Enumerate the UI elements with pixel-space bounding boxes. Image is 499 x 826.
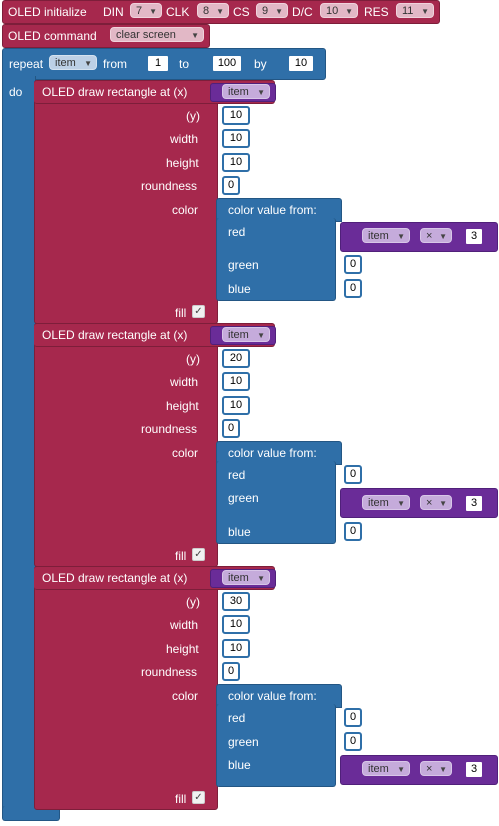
fill-checkbox-2[interactable]: ✓ (192, 548, 205, 561)
height-label-3: height (166, 642, 199, 656)
height-label-1: height (166, 156, 199, 170)
command-dropdown[interactable]: clear screen▼ (110, 27, 204, 42)
red-input-2[interactable]: 0 (344, 465, 362, 484)
roundness-label-2: roundness (141, 422, 198, 436)
y-input-2[interactable]: 20 (222, 349, 250, 368)
red-label-2: red (228, 468, 246, 482)
oled-initialize-label: OLED initialize (8, 5, 87, 19)
din-label: DIN (103, 5, 124, 19)
roundness-label-1: roundness (141, 179, 198, 193)
green-label-2: green (228, 491, 259, 505)
height-input-3[interactable]: 10 (222, 639, 250, 658)
din-dropdown[interactable]: 7▼ (130, 3, 162, 18)
repeat-loop-spine (2, 76, 36, 817)
multiply-variable-dropdown-2[interactable]: item▼ (362, 495, 410, 510)
multiply-variable-dropdown-1[interactable]: item▼ (362, 228, 410, 243)
y-label-3: (y) (186, 595, 200, 609)
multiply-operator-dropdown-2[interactable]: ×▼ (420, 495, 452, 510)
multiply-operator-dropdown-1[interactable]: ×▼ (420, 228, 452, 243)
x-variable-dropdown-2[interactable]: item▼ (222, 327, 270, 342)
height-input-2[interactable]: 10 (222, 396, 250, 415)
y-label-1: (y) (186, 109, 200, 123)
width-label-3: width (170, 618, 199, 632)
dc-label: D/C (292, 5, 313, 19)
roundness-input-1[interactable]: 0 (222, 176, 240, 195)
width-label-1: width (170, 132, 199, 146)
loop-variable-dropdown[interactable]: item▼ (49, 55, 97, 70)
to-label: to (179, 57, 190, 71)
cs-label: CS (233, 5, 250, 19)
green-label-1: green (228, 258, 259, 272)
from-input[interactable]: 1 (146, 54, 170, 73)
roundness-label-3: roundness (141, 665, 198, 679)
color-label-1: color (172, 203, 199, 217)
fill-checkbox-1[interactable]: ✓ (192, 305, 205, 318)
roundness-input-2[interactable]: 0 (222, 419, 240, 438)
multiply-factor-input-1[interactable]: 3 (464, 227, 484, 246)
color-value-body-3 (216, 704, 336, 787)
x-variable-dropdown-3[interactable]: item▼ (222, 570, 270, 585)
width-input-2[interactable]: 10 (222, 372, 250, 391)
cs-dropdown[interactable]: 9▼ (256, 3, 288, 18)
fill-label-1: fill (175, 306, 187, 320)
color-value-body-2 (216, 461, 336, 544)
multiply-factor-input-3[interactable]: 3 (464, 760, 484, 779)
multiply-variable-dropdown-3[interactable]: item▼ (362, 761, 410, 776)
red-input-3[interactable]: 0 (344, 708, 362, 727)
green-label-3: green (228, 735, 259, 749)
y-label-2: (y) (186, 352, 200, 366)
red-label-1: red (228, 225, 246, 239)
rect-title-3: OLED draw rectangle at (x) (42, 571, 188, 585)
fill-label-2: fill (175, 549, 187, 563)
by-input[interactable]: 10 (287, 54, 315, 73)
y-input-1[interactable]: 10 (222, 106, 250, 125)
rect-title-1: OLED draw rectangle at (x) (42, 85, 188, 99)
fill-checkbox-3[interactable]: ✓ (192, 791, 205, 804)
clk-dropdown[interactable]: 8▼ (197, 3, 229, 18)
x-variable-dropdown-1[interactable]: item▼ (222, 84, 270, 99)
green-input-1[interactable]: 0 (344, 255, 362, 274)
color-from-label-1: color value from: (228, 203, 317, 217)
by-label: by (254, 57, 267, 71)
draw-rectangle-block-2[interactable] (34, 323, 218, 567)
dc-dropdown[interactable]: 10▼ (320, 3, 358, 18)
multiply-operator-dropdown-3[interactable]: ×▼ (420, 761, 452, 776)
width-input-1[interactable]: 10 (222, 129, 250, 148)
rect-title-2: OLED draw rectangle at (x) (42, 328, 188, 342)
color-from-label-2: color value from: (228, 446, 317, 460)
width-label-2: width (170, 375, 199, 389)
oled-command-label: OLED command (8, 29, 97, 43)
fill-label-3: fill (175, 792, 187, 806)
from-label: from (103, 57, 127, 71)
width-input-3[interactable]: 10 (222, 615, 250, 634)
do-label: do (9, 85, 23, 99)
to-input[interactable]: 100 (211, 54, 243, 73)
blue-input-2[interactable]: 0 (344, 522, 362, 541)
height-input-1[interactable]: 10 (222, 153, 250, 172)
draw-rectangle-block-3[interactable] (34, 566, 218, 810)
draw-rectangle-block-1[interactable] (34, 80, 218, 324)
color-value-body-1 (216, 218, 336, 301)
blue-label-2: blue (228, 525, 251, 539)
res-label: RES (364, 5, 389, 19)
y-input-3[interactable]: 30 (222, 592, 250, 611)
multiply-factor-input-2[interactable]: 3 (464, 494, 484, 513)
repeat-label: repeat (9, 57, 44, 71)
height-label-2: height (166, 399, 199, 413)
blue-label-3: blue (228, 758, 251, 772)
blue-label-1: blue (228, 282, 251, 296)
res-dropdown[interactable]: 11▼ (396, 3, 434, 18)
color-from-label-3: color value from: (228, 689, 317, 703)
blue-input-1[interactable]: 0 (344, 279, 362, 298)
green-input-3[interactable]: 0 (344, 732, 362, 751)
color-label-2: color (172, 446, 199, 460)
red-label-3: red (228, 711, 246, 725)
roundness-input-3[interactable]: 0 (222, 662, 240, 681)
clk-label: CLK (166, 5, 190, 19)
color-label-3: color (172, 689, 199, 703)
